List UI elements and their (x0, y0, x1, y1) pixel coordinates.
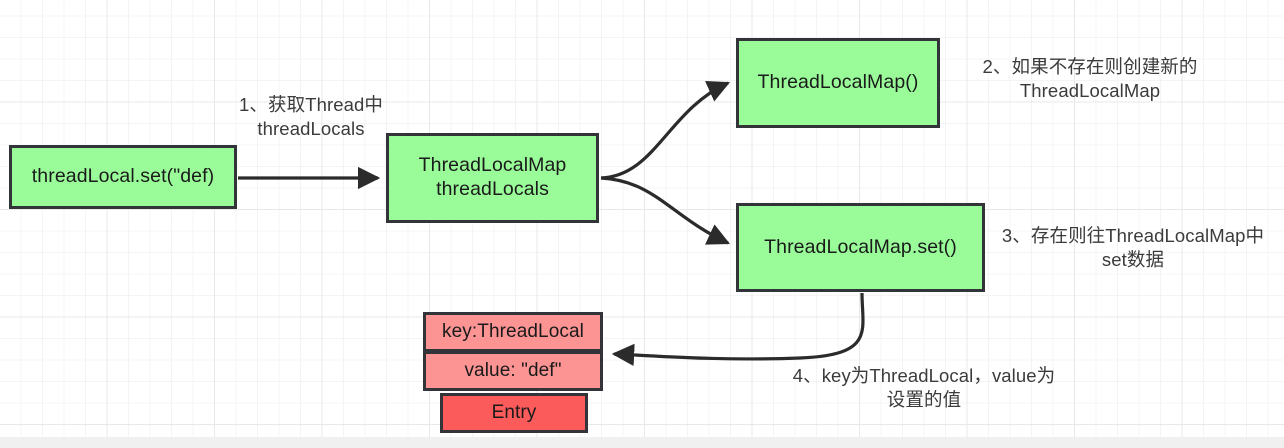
annotation-step-2: 2、如果不存在则创建新的 ThreadLocalMap (982, 56, 1198, 102)
annotation-step-3: 3、存在则往ThreadLocalMap中 set数据 (1001, 225, 1265, 271)
node-entry-key[interactable]: key:ThreadLocal (423, 312, 603, 352)
node-entry-label[interactable]: Entry (440, 393, 588, 433)
edge-threadlocals-to-ctor (600, 81, 731, 180)
node-threadlocalmap-constructor[interactable]: ThreadLocalMap() (736, 38, 940, 128)
node-threadlocalmap-threadlocals[interactable]: ThreadLocalMap threadLocals (386, 133, 599, 223)
node-threadlocalmap-set[interactable]: ThreadLocalMap.set() (736, 203, 985, 292)
annotation-step-1: 1、获取Thread中 threadLocals (238, 94, 383, 140)
annotation-step-4: 4、key为ThreadLocal，value为 设置的值 (792, 365, 1056, 411)
diagram-canvas: threadLocal.set("def) ThreadLocalMap thr… (0, 0, 1284, 437)
edge-threadlocals-to-tlmset (600, 176, 731, 245)
node-entry-value[interactable]: value: "def" (423, 351, 603, 391)
edge-tlmset-to-entry (611, 292, 865, 367)
footer-strip (0, 437, 1284, 448)
node-threadlocal-set[interactable]: threadLocal.set("def) (9, 145, 237, 209)
